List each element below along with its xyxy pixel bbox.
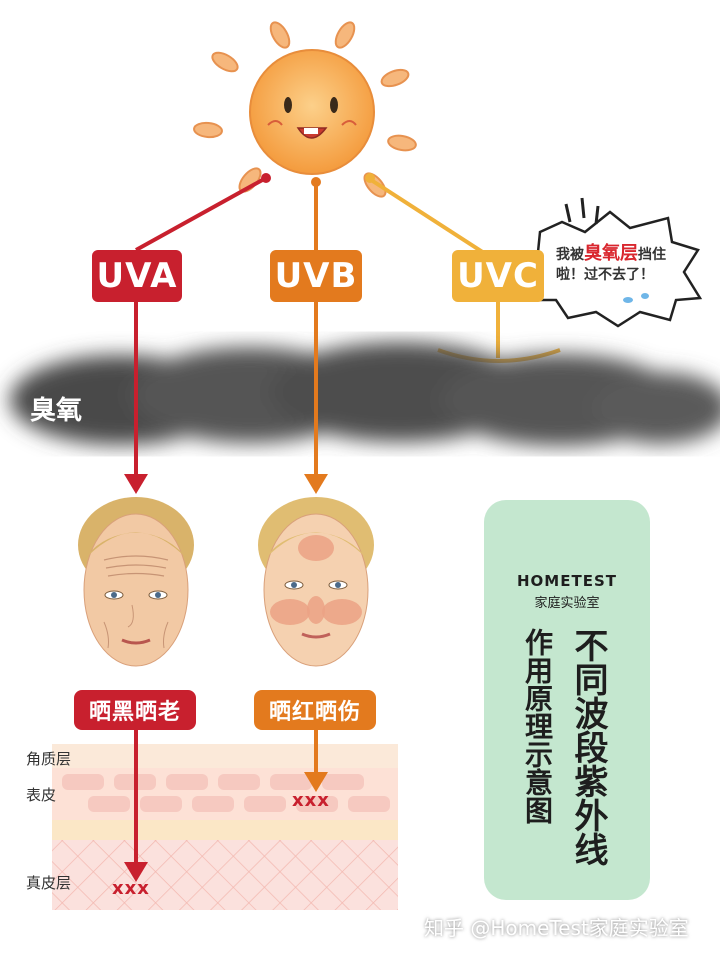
brand-name: HOMETEST: [517, 572, 617, 590]
uvc-label: UVC: [452, 250, 544, 302]
title-panel: HOMETEST 家庭实验室 不同波段紫外线 作用原理示意图: [484, 500, 650, 900]
uvb-damage-mark: xxx: [292, 790, 330, 811]
sweat-drops: [623, 293, 649, 303]
uvb-effect-label: 晒红晒伤: [254, 690, 376, 730]
footer-credit: 知乎 @HomeTest家庭实验室: [424, 916, 689, 940]
brand-subtitle: 家庭实验室: [534, 596, 600, 611]
uva-label: UVA: [92, 250, 182, 302]
speech-bubble-text: 我被臭氧层挡住 啦！过不去了！: [556, 244, 686, 285]
skin-cross-section: [52, 744, 398, 910]
layer-label-stratum-corneum: 角质层: [26, 750, 72, 768]
ozone-cloud: [10, 342, 720, 446]
uva-damage-mark: xxx: [112, 878, 150, 899]
uvb-label: UVB: [270, 250, 362, 302]
sun-icon: [249, 49, 375, 175]
layer-label-epidermis: 表皮: [26, 786, 57, 804]
speech-line1-highlight: 臭氧层: [584, 243, 638, 264]
sunburned-face-illustration: [258, 497, 374, 667]
speech-line1-prefix: 我被: [556, 247, 584, 263]
layer-label-dermis: 真皮层: [26, 874, 72, 892]
speech-line1-suffix: 挡住: [638, 247, 666, 263]
ozone-label: 臭氧: [30, 396, 83, 426]
speech-line2: 啦！过不去了！: [556, 267, 654, 283]
title-line1: 不同波段紫外线: [568, 628, 608, 866]
title-line2: 作用原理示意图: [521, 628, 554, 824]
aged-face-illustration: [78, 497, 194, 667]
uva-effect-label: 晒黑晒老: [74, 690, 196, 730]
